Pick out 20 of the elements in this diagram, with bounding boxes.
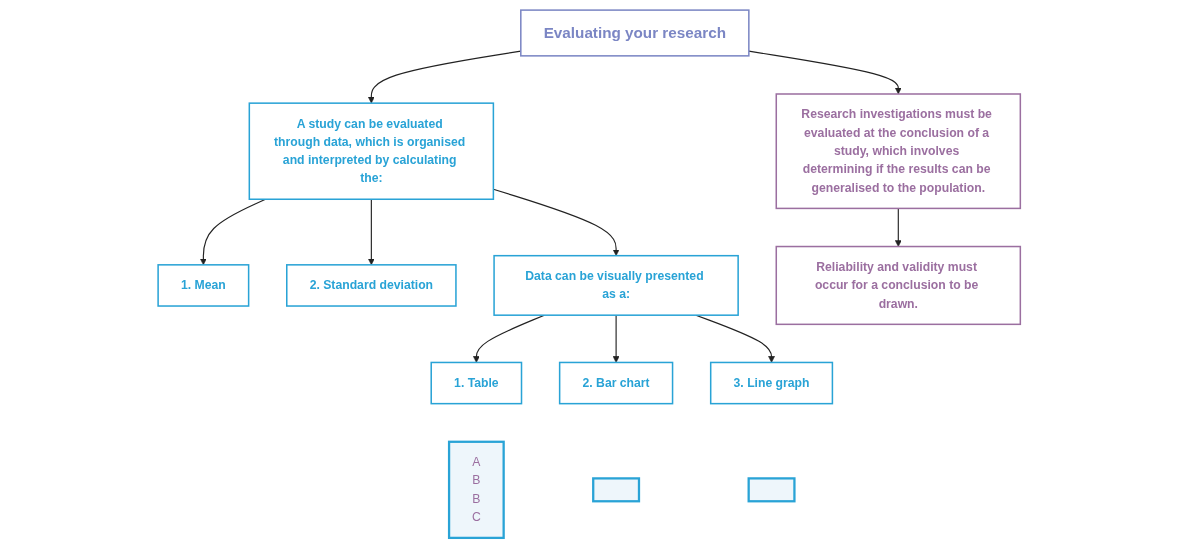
- node-box: A B B C: [447, 440, 505, 539]
- node-box: A study can be evaluated through data, which is organised and interpreted by calculating the:: [248, 101, 494, 200]
- arrow: [748, 50, 902, 94]
- node-box: Data can be visually presented as a:: [493, 254, 739, 316]
- node-box: Evaluating your research: [519, 8, 750, 57]
- node-box: 2. Bar chart: [558, 361, 674, 404]
- node-box: [591, 476, 640, 502]
- node-box: 1. Table: [430, 361, 523, 404]
- node-box: 2. Standard deviation: [285, 263, 457, 307]
- arrow: [894, 207, 902, 247]
- arrow: [472, 314, 545, 363]
- node-box: [747, 476, 796, 502]
- node-box: 1. Mean: [157, 263, 250, 307]
- node-box: 3. Line graph: [709, 361, 833, 404]
- arrow: [612, 314, 620, 363]
- arrow: [695, 314, 775, 363]
- node-box: Research investigations must be evaluated at the conclusion of a study, which involves determining if the results can be generalised to the population.: [775, 92, 1021, 209]
- arrow: [199, 198, 266, 265]
- arrow: [367, 198, 375, 265]
- node-box: Reliability and validity must occur for a conclusion to be drawn.: [775, 245, 1021, 325]
